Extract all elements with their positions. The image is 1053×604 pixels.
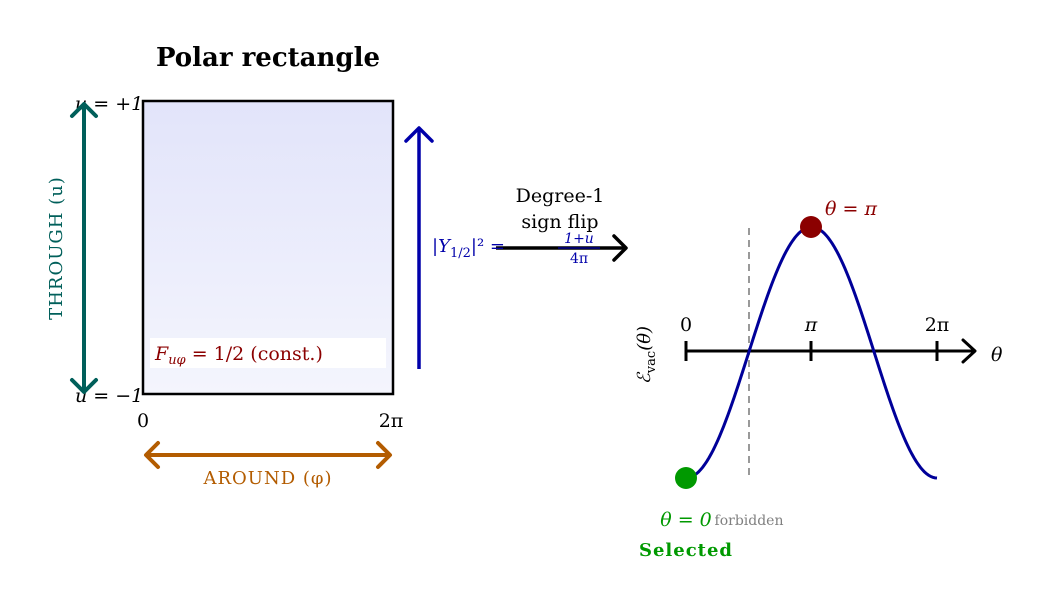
around-label: AROUND (φ) — [202, 468, 332, 489]
curvature-label-bg — [150, 338, 386, 368]
selected-minimum-marker — [675, 467, 697, 489]
min-label: θ = 0 — [660, 509, 712, 531]
svg-text:4π: 4π — [570, 251, 588, 267]
phi-end-label: 2π — [379, 410, 404, 432]
transition-line2: sign flip — [521, 211, 598, 233]
maximum-marker — [800, 216, 822, 238]
phi-start-label: 0 — [137, 410, 149, 432]
svg-text:1+u: 1+u — [564, 231, 594, 247]
through-label: THROUGH (u) — [46, 176, 67, 320]
svg-text:|Y1/2|² =: |Y1/2|² = — [432, 236, 505, 261]
density-arrow — [404, 126, 434, 369]
tick-label-0: 0 — [680, 314, 692, 336]
tick-label-2pi: 2π — [925, 314, 950, 336]
panel-title: Polar rectangle — [156, 43, 380, 73]
around-arrow — [144, 441, 392, 469]
curvature-label: Fuφ = 1/2 (const.) — [154, 343, 323, 368]
y-axis-label: ℰvac(θ) — [634, 326, 659, 384]
theta-axis — [686, 338, 977, 364]
through-arrow — [70, 102, 98, 394]
max-label: θ = π — [825, 198, 877, 220]
u-bottom-label: u = −1 — [75, 385, 143, 407]
density-label: |Y1/2|² = 1+u 4π — [432, 231, 600, 267]
selected-label: Selected — [639, 540, 733, 561]
tick-label-pi: π — [804, 314, 818, 336]
x-axis-label: θ — [991, 344, 1003, 366]
transition-line1: Degree-1 — [516, 185, 605, 207]
forbidden-label: forbidden — [715, 513, 784, 529]
